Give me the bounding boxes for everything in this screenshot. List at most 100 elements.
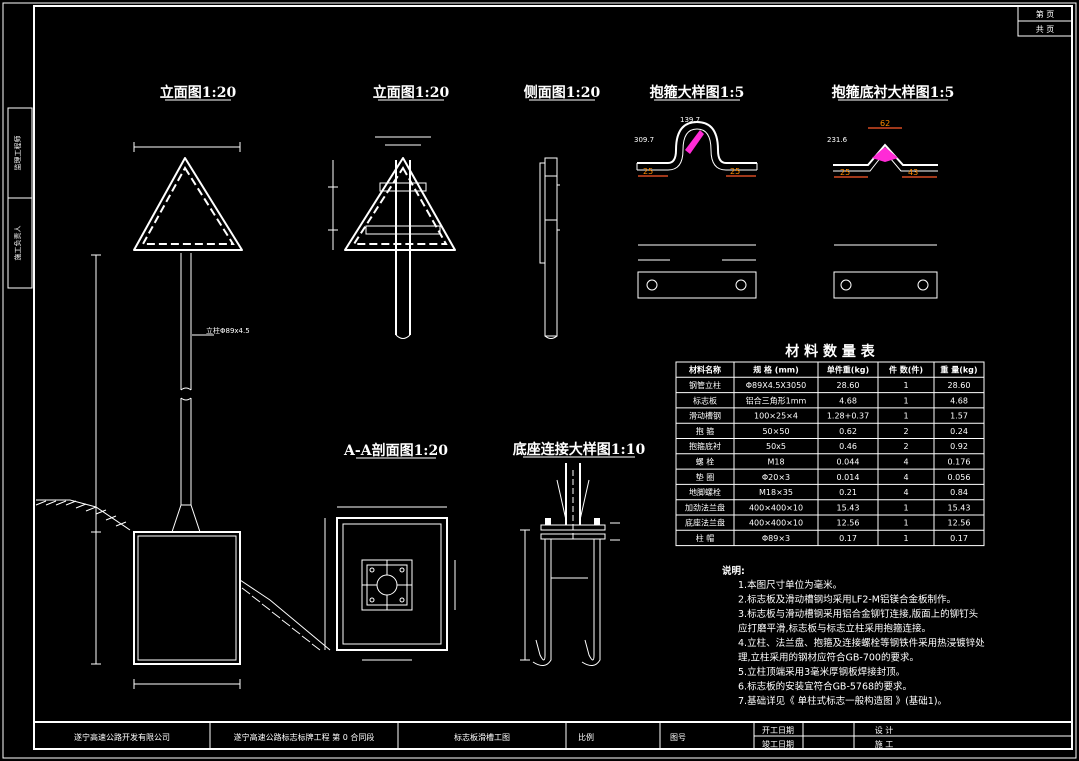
- table-cell: Φ89×3: [762, 534, 790, 543]
- table-cell: 钢管立柱: [689, 380, 721, 390]
- table-cell: 1: [903, 412, 908, 421]
- table-cell: 4: [903, 457, 908, 466]
- scale-label: 比例: [578, 732, 594, 742]
- pad-dim-left: 25: [840, 168, 850, 177]
- table-cell: 2: [903, 427, 908, 436]
- table-cell: 4.68: [839, 396, 857, 405]
- inner-border: [33, 5, 1073, 750]
- pad-width: 231.6: [827, 136, 848, 144]
- table-cell: 0.62: [839, 427, 857, 436]
- table-cell: 0.84: [950, 488, 968, 497]
- table-cell: 1: [903, 519, 908, 528]
- table-cell: 0.17: [950, 534, 968, 543]
- table-header-cell: 单件重(kg): [827, 365, 869, 375]
- drawing-name: 标志板滑槽工图: [454, 732, 510, 742]
- table-cell: 0.17: [839, 534, 857, 543]
- hoop-detail-drawing: 139.7 309.7 25 25: [634, 116, 758, 299]
- table-cell: 垫 圈: [696, 472, 715, 482]
- hoop-radius: 139.7: [680, 116, 700, 124]
- table-cell: 0.92: [950, 442, 968, 451]
- note-line: 6.标志板的安装宜符合GB-5768的要求。: [738, 681, 912, 693]
- table-cell: 1.28+0.37: [827, 412, 869, 421]
- elevation-2-title: 立面图1:20: [373, 84, 450, 101]
- table-cell: 抱 箍: [696, 426, 715, 436]
- table-cell: 100×25×4: [754, 412, 798, 421]
- elevation-1-drawing: 立柱Φ89x4.5: [35, 142, 331, 689]
- table-cell: 地脚螺栓: [689, 487, 721, 497]
- table-cell: Φ20×3: [762, 473, 790, 482]
- note-line: 2.标志板及滑动槽钢均采用LF2-M铝镁合金板制作。: [738, 594, 956, 606]
- table-cell: 28.60: [948, 381, 971, 390]
- table-cell: 抱箍底衬: [689, 441, 721, 451]
- side-label-supervisor: 监理工程师: [13, 136, 22, 171]
- table-cell: 50×50: [762, 427, 789, 436]
- construct-label: 施 工: [875, 739, 894, 749]
- start-date-label: 开工日期: [762, 726, 794, 735]
- side-view-title: 侧面图1:20: [524, 84, 601, 101]
- table-cell: 0.24: [950, 427, 968, 436]
- table-cell: 28.60: [837, 381, 860, 390]
- design-label: 设 计: [875, 725, 894, 735]
- elevation-1-title: 立面图1:20: [160, 84, 237, 101]
- table-cell: 0.21: [839, 488, 857, 497]
- table-cell: 滑动槽钢: [689, 411, 721, 421]
- table-cell: 12.56: [948, 519, 971, 528]
- base-detail-drawing: [520, 463, 620, 666]
- note-line: 应打磨平滑,标志板与标志立柱采用抱箍连接。: [738, 623, 931, 635]
- side-view-drawing: [539, 157, 560, 339]
- side-label-constructor: 施工负责人: [13, 226, 22, 261]
- note-line: 1.本图尺寸单位为毫米。: [738, 579, 842, 591]
- sheet-no: 第 页: [1036, 9, 1055, 19]
- title-block: 遂宁高速公路开发有限公司 遂宁高速公路标志标牌工程 第 0 合同段 标志板滑槽工…: [34, 721, 1072, 749]
- hoop-detail-title: 抱箍大样图1:5: [650, 84, 745, 101]
- note-line: 7.基础详见《 单柱式标志一般构造图 》(基础1)。: [738, 695, 947, 707]
- table-cell: 4: [903, 488, 908, 497]
- table-cell: 1: [903, 503, 908, 512]
- note-line: 4.立柱、法兰盘、抱箍及连接螺栓等钢铁件采用热浸镀锌处: [738, 637, 985, 649]
- note-line: 理,立柱采用的钢材应符合GB-700的要求。: [738, 652, 919, 664]
- post-label: 立柱Φ89x4.5: [206, 326, 250, 335]
- company-name: 遂宁高速公路开发有限公司: [74, 732, 170, 742]
- table-cell: 0.014: [837, 473, 860, 482]
- pad-top-dim: 62: [880, 119, 890, 128]
- table-cell: 2: [903, 442, 908, 451]
- section-aa-title: A-A剖面图1:20: [343, 442, 448, 459]
- notes-block: 说明: 1.本图尺寸单位为毫米。 2.标志板及滑动槽钢均采用LF2-M铝镁合金板制…: [722, 565, 985, 707]
- table-cell: 400×400×10: [749, 503, 803, 512]
- figure-no-label: 图号: [670, 733, 686, 742]
- table-cell: 0.176: [948, 457, 971, 466]
- table-title: 材 料 数 量 表: [785, 343, 875, 360]
- note-line: 5.立柱顶端采用3毫米厚钢板焊接封顶。: [738, 666, 905, 678]
- table-cell: 0.056: [948, 473, 971, 482]
- hoop-pad-detail-drawing: 62 231.6 25 43: [827, 119, 938, 299]
- notes-title: 说明:: [722, 565, 745, 577]
- table-cell: 12.56: [837, 519, 860, 528]
- table-cell: 50x5: [766, 442, 786, 451]
- table-cell: 4.68: [950, 396, 968, 405]
- sheet-total: 共 页: [1036, 25, 1055, 34]
- table-cell: 标志板: [693, 395, 717, 405]
- base-detail-title: 底座连接大样图1:10: [513, 441, 646, 458]
- note-line: 3.标志板与滑动槽钢采用铝合金铆钉连接,版面上的铆钉头: [738, 608, 978, 620]
- table-cell: 0.044: [837, 457, 860, 466]
- hoop-dim-left: 25: [643, 167, 653, 176]
- finish-date-label: 竣工日期: [762, 739, 794, 749]
- hoop-dim-right: 25: [730, 167, 740, 176]
- table-header-cell: 件 数(件): [889, 365, 923, 375]
- table-cell: 15.43: [837, 503, 860, 512]
- table-cell: M18×35: [759, 488, 793, 497]
- table-header-cell: 规 格 (mm): [753, 365, 799, 375]
- table-cell: 铝合三角形1mm: [746, 395, 807, 405]
- table-cell: 0.46: [839, 442, 857, 451]
- table-cell: 400×400×10: [749, 519, 803, 528]
- pad-dim-right: 43: [908, 168, 918, 177]
- table-cell: M18: [767, 457, 784, 466]
- table-cell: 螺 栓: [696, 456, 715, 466]
- elevation-2-drawing: [328, 136, 456, 339]
- table-cell: 1: [903, 381, 908, 390]
- table-cell: 柱 帽: [696, 533, 715, 543]
- hoop-width: 309.7: [634, 136, 654, 144]
